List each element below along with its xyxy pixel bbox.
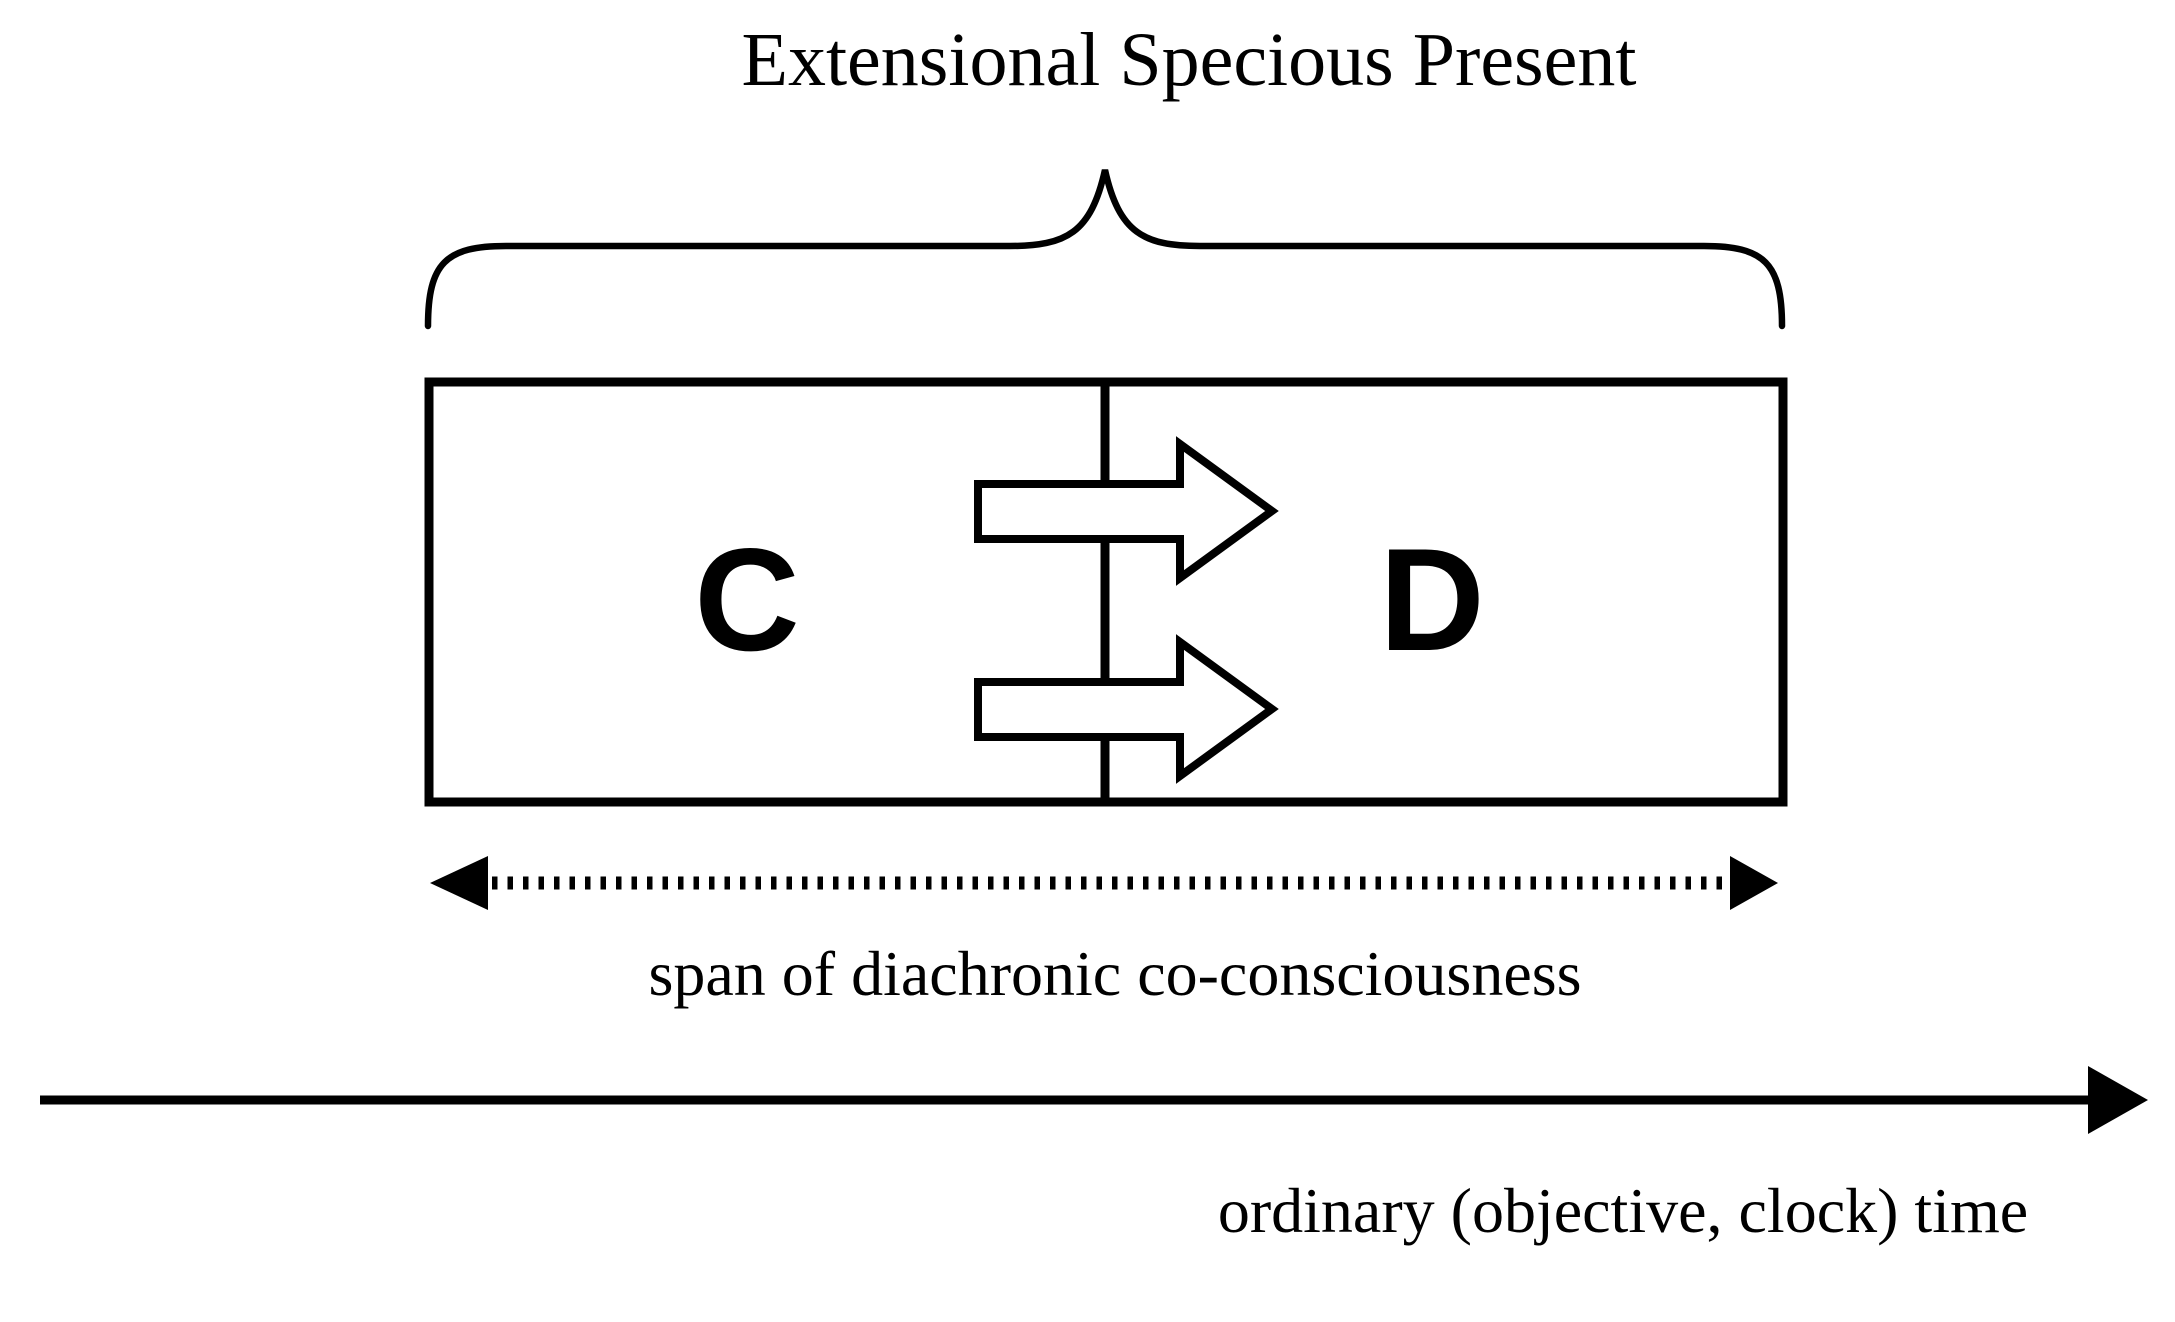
curly-brace-icon <box>424 169 1786 330</box>
span-left-arrowhead-icon <box>430 856 488 910</box>
block-arrow-right-icon-top <box>974 436 1279 586</box>
span-right-arrowhead-icon <box>1730 856 1778 910</box>
diagram-title: Extensional Specious Present <box>741 18 1637 102</box>
interval-d-label: D <box>1379 518 1485 681</box>
time-axis-arrowhead-icon <box>2088 1066 2148 1134</box>
block-arrow-right-icon-bottom <box>974 634 1279 784</box>
span-arrow-label: span of diachronic co-consciousness <box>648 938 1582 1009</box>
dotted-double-arrow-icon <box>430 856 1778 910</box>
solid-arrow-right-icon <box>40 1066 2148 1134</box>
interval-c-label: C <box>694 518 800 681</box>
time-axis-label: ordinary (objective, clock) time <box>1217 1175 2029 1246</box>
